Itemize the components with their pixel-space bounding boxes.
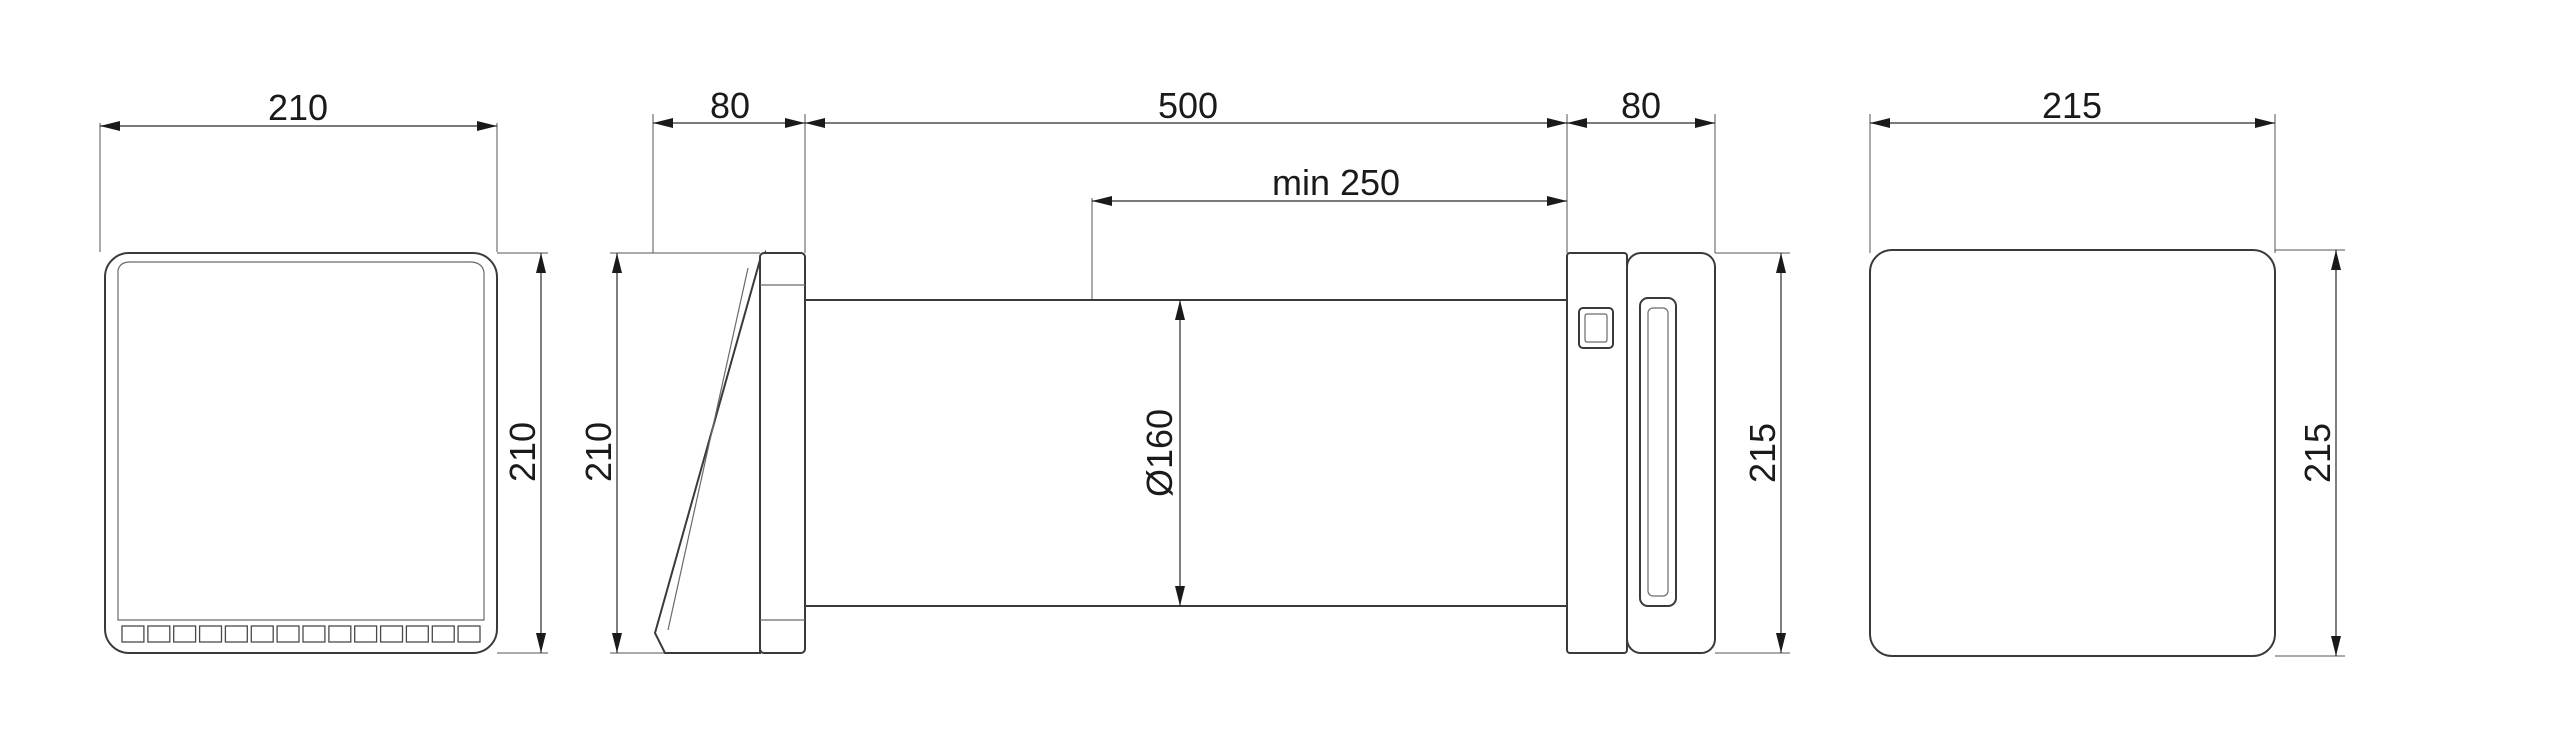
diameter-label: Ø160 <box>1139 409 1180 497</box>
min-length-label: min 250 <box>1272 162 1400 203</box>
louver-slot <box>121 625 145 643</box>
front-grille-view: 210 210 <box>99 87 548 654</box>
louver-slot <box>354 625 378 643</box>
louver-slot <box>198 625 223 643</box>
louver-slot <box>250 625 274 643</box>
louver-slot <box>302 625 326 643</box>
louver-slot <box>431 625 455 643</box>
grille-height-label: 210 <box>502 422 543 482</box>
control-switch <box>1578 307 1614 349</box>
louver-slot <box>328 625 352 643</box>
inner-panel <box>1869 249 2276 657</box>
louver-slot <box>147 625 171 643</box>
louver-slot <box>405 625 429 643</box>
louver-slot <box>379 625 404 643</box>
hood-depth-label: 80 <box>710 85 750 126</box>
side-section-view: 80 500 80 min 250 210 Ø160 <box>578 85 1790 654</box>
inner-panel-view: 215 215 <box>1869 85 2345 657</box>
grille-width-label: 210 <box>268 87 328 128</box>
grille-body <box>104 252 498 654</box>
cover-handle <box>1639 297 1677 607</box>
panel-width-label: 215 <box>2042 85 2102 126</box>
louver-slot <box>173 625 197 643</box>
louver-slot <box>457 625 481 643</box>
hood-cover-edge <box>667 267 749 631</box>
duct-tube <box>804 299 1568 607</box>
hood-cover <box>653 249 767 654</box>
grille-face <box>117 261 485 621</box>
outer-flange <box>759 252 806 654</box>
left-height-label: 210 <box>578 422 619 482</box>
panel-height-label: 215 <box>2297 423 2338 483</box>
louver-slot <box>276 625 300 643</box>
right-height-label: 215 <box>1742 423 1783 483</box>
grille-louver-row <box>121 625 481 643</box>
duct-length-label: 500 <box>1158 85 1218 126</box>
cap-depth-label: 80 <box>1621 85 1661 126</box>
louver-slot <box>224 625 248 643</box>
